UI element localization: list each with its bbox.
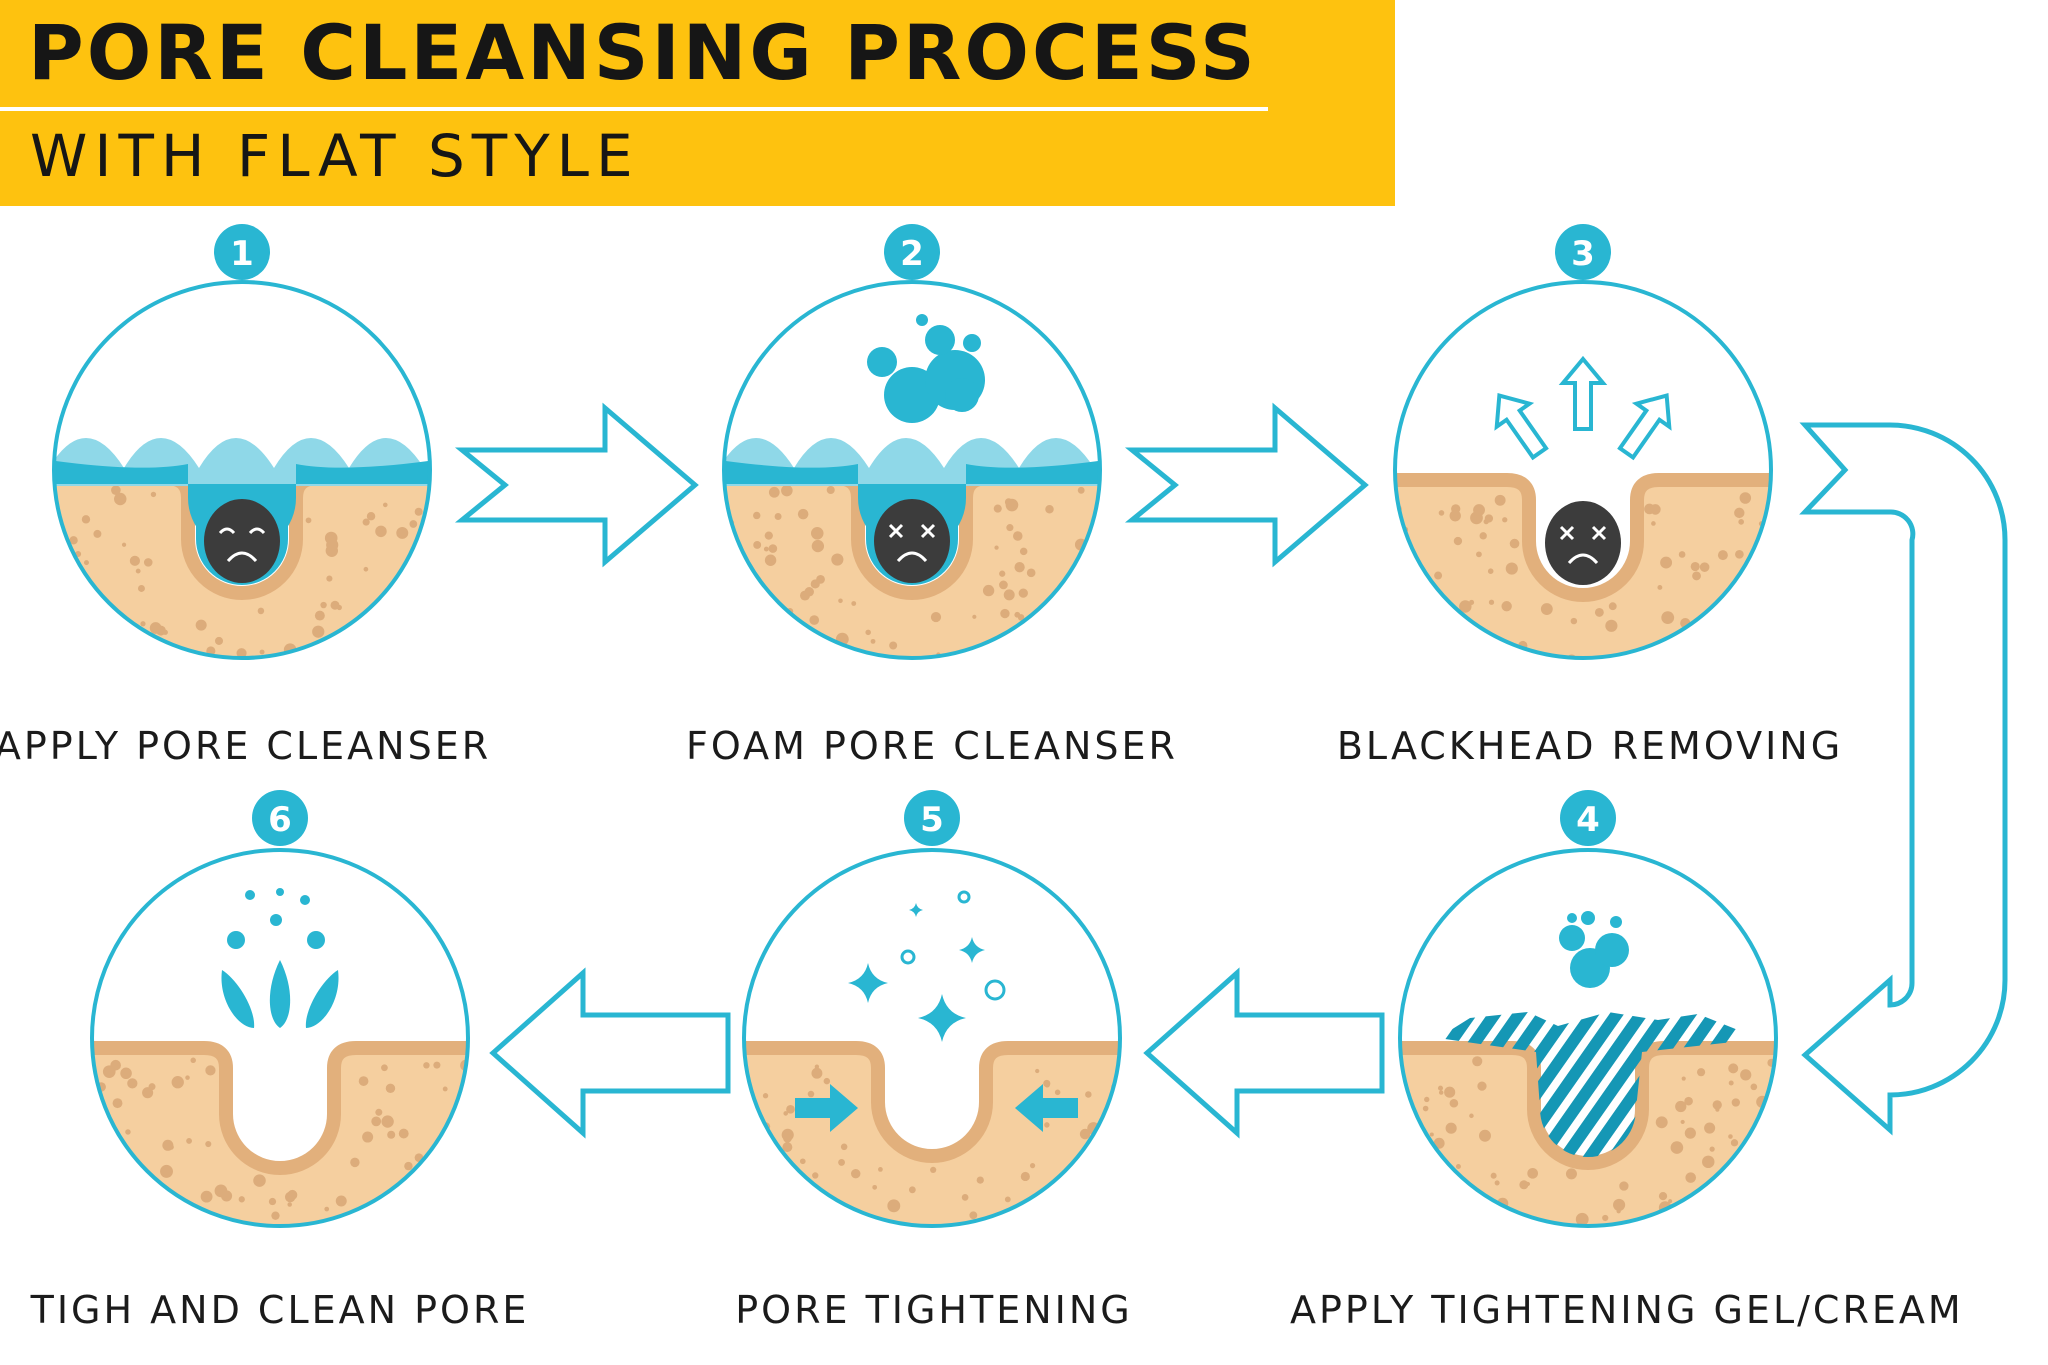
splash-droplet xyxy=(270,914,282,926)
step-5-badge: 5 xyxy=(904,790,960,846)
sparkle-ring xyxy=(900,949,916,965)
foam-bubble xyxy=(963,334,981,352)
sparkle-icon xyxy=(918,994,966,1042)
blackhead-eye-right xyxy=(248,527,266,535)
step-1-badge: 1 xyxy=(214,224,270,280)
pore-outline xyxy=(92,1041,468,1175)
splash-droplet xyxy=(276,888,284,896)
step-1-label: APPLY PORE CLEANSER xyxy=(0,724,492,768)
pore-opening xyxy=(888,1062,976,1146)
skin-layer xyxy=(54,478,430,658)
sparkle-icon xyxy=(909,903,923,917)
press-left-arrow-icon xyxy=(1015,1084,1078,1132)
step-5-illustration xyxy=(742,848,1122,1228)
step-4-badge: 4 xyxy=(1560,790,1616,846)
skin-layer xyxy=(1400,1048,1776,1226)
step-2-illustration xyxy=(722,280,1102,660)
blackhead-mouth xyxy=(1567,553,1599,565)
pore-outline xyxy=(54,471,430,600)
step-circle-outline xyxy=(1398,848,1778,1228)
splash-drop-center xyxy=(269,960,291,1028)
flow-arrow-1-to-2 xyxy=(454,402,699,568)
page-subtitle: WITH FLAT STYLE xyxy=(30,122,640,190)
blackhead xyxy=(874,499,950,583)
step-6-label: TIGH AND CLEAN PORE xyxy=(30,1288,530,1332)
press-right-arrow-icon xyxy=(795,1084,858,1132)
step-circle-outline xyxy=(722,280,1102,660)
foam-bubble xyxy=(925,325,955,355)
step-circle-outline xyxy=(742,848,1122,1228)
flow-arrow-4-to-5 xyxy=(1143,967,1385,1139)
step-1-number: 1 xyxy=(230,234,254,274)
blackhead-eye-left xyxy=(218,527,236,535)
splash-drop-left xyxy=(221,970,255,1028)
foam-bubble xyxy=(945,378,979,412)
blackhead-eye-right xyxy=(1591,525,1607,541)
step-6-number: 6 xyxy=(268,800,292,840)
step-5-number: 5 xyxy=(920,800,944,840)
skin-layer xyxy=(1395,480,1771,658)
blackhead-eye-right xyxy=(920,523,936,539)
gel-bubble xyxy=(1595,933,1629,967)
pore-outline xyxy=(1400,1041,1776,1170)
flow-arrow-5-to-6 xyxy=(489,967,731,1139)
flow-arrow-3-to-4 xyxy=(1799,422,2008,1136)
sparkle-ring xyxy=(984,979,1006,1001)
blackhead-eye-left xyxy=(1559,525,1575,541)
step-circle-outline xyxy=(1393,280,1773,660)
blackhead xyxy=(1545,501,1621,585)
splash-droplet xyxy=(245,890,255,900)
up-arrow-icon xyxy=(1558,355,1608,431)
step-4-illustration xyxy=(1398,848,1778,1228)
step-circle-outline xyxy=(90,848,470,1228)
step-6-illustration xyxy=(90,848,470,1228)
gel-bubble xyxy=(1610,916,1622,928)
foam-bubble xyxy=(867,347,897,377)
pore-outline xyxy=(744,1041,1120,1163)
step-3-label: BLACKHEAD REMOVING xyxy=(1336,724,1844,768)
up-arrow-icon xyxy=(1617,392,1672,461)
sparkle-icon xyxy=(848,963,888,1003)
blackhead-eye-left xyxy=(888,523,904,539)
blackhead xyxy=(204,499,280,583)
step-4-label: APPLY TIGHTENING GEL/CREAM xyxy=(1290,1288,1964,1332)
step-1-illustration xyxy=(52,280,432,660)
step-3-badge: 3 xyxy=(1555,224,1611,280)
step-2-number: 2 xyxy=(900,234,924,274)
step-3-number: 3 xyxy=(1571,234,1595,274)
foam-bubble xyxy=(916,314,928,326)
step-4-number: 4 xyxy=(1576,800,1600,840)
splash-drop-right xyxy=(305,970,339,1028)
sparkle-ring xyxy=(957,890,971,904)
blackhead-mouth xyxy=(226,551,258,563)
skin-layer xyxy=(92,1048,468,1226)
page-title: PORE CLEANSING PROCESS xyxy=(28,8,1258,97)
title-banner: PORE CLEANSING PROCESS WITH FLAT STYLE xyxy=(0,0,1395,206)
pore-opening xyxy=(236,1062,324,1158)
step-2-label: FOAM PORE CLEANSER xyxy=(686,724,1178,768)
gel-bubble xyxy=(1559,925,1585,951)
title-divider xyxy=(0,107,1268,111)
pore-outline xyxy=(1395,473,1771,602)
flow-arrow-2-to-3 xyxy=(1124,402,1369,568)
splash-droplet xyxy=(227,931,245,949)
step-circle-outline xyxy=(52,280,432,660)
splash-droplet xyxy=(300,895,310,905)
step-3-illustration xyxy=(1393,280,1773,660)
up-arrow-icon xyxy=(1494,392,1549,461)
splash-droplet xyxy=(307,931,325,949)
pore-outline xyxy=(724,471,1100,600)
step-5-label: PORE TIGHTENING xyxy=(735,1288,1133,1332)
gel-bubble xyxy=(1581,911,1595,925)
gel-cream xyxy=(1438,1012,1738,1157)
blackhead-mouth xyxy=(896,551,928,563)
sparkle-icon xyxy=(959,937,985,963)
step-2-badge: 2 xyxy=(884,224,940,280)
step-6-badge: 6 xyxy=(252,790,308,846)
gel-bubble xyxy=(1567,913,1577,923)
